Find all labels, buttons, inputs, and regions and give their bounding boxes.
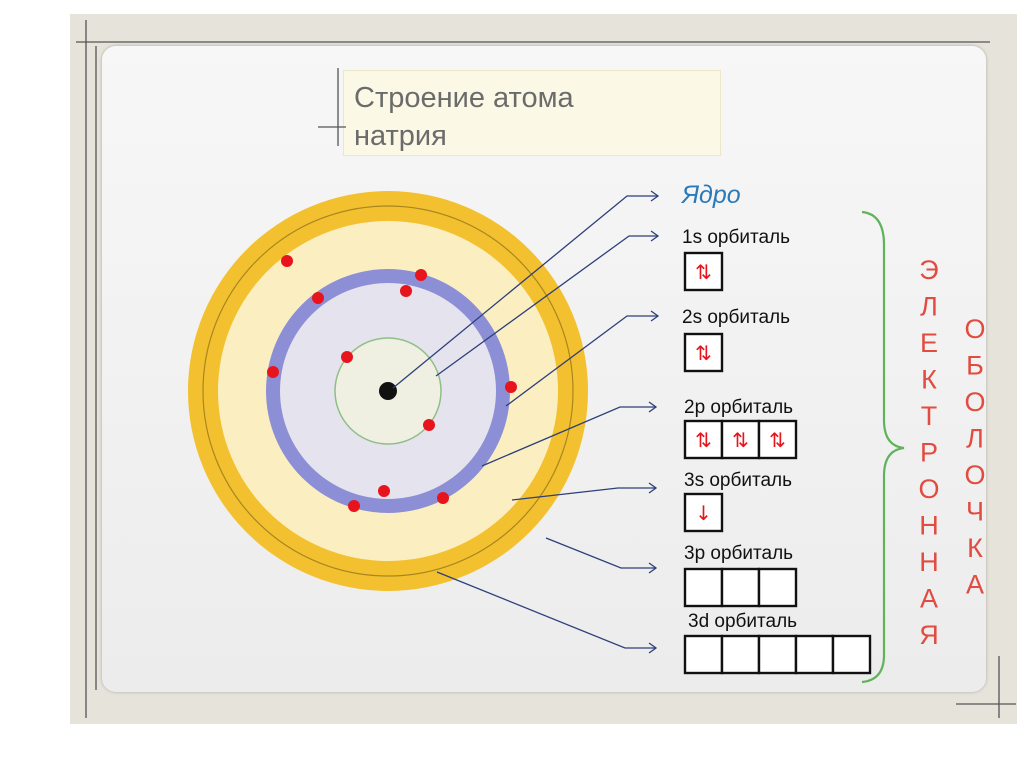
arrow-2p [481,406,656,467]
shell-letter: О [964,314,985,344]
electron [267,366,279,378]
orbital-cell-3p [683,567,724,608]
electron [341,351,353,363]
arrow-3d-head [648,642,658,654]
title-box: Строение атома натрия [343,70,721,156]
shell-letter: К [967,533,983,563]
electron [415,269,427,281]
atom [188,191,588,591]
shell-letter: Т [921,401,938,431]
shell-letter: Б [966,351,984,381]
shell-letter: Е [920,328,938,358]
orbital-boxes: ⇅ ⇅ ⇅ ⇅ ⇅ ↓ [683,251,872,675]
orbital-label: 3d орбиталь [688,611,797,632]
orbital-cell-3d [757,634,798,675]
electron-spin-2p: ⇅ [732,428,749,452]
orbital-cell-3p [720,567,761,608]
electron [505,381,517,393]
shell-letter: А [920,584,938,614]
arrow-2s-head [650,310,660,322]
electron [281,255,293,267]
electrons [267,255,517,512]
shell-letter: А [966,570,984,600]
shell-letter: Э [919,255,938,285]
electron [378,485,390,497]
shell-bracket [861,210,905,684]
arrow-3s [511,487,656,501]
title-line-2: натрия [354,120,447,152]
orbital-label: 3s орбиталь [684,470,792,491]
shell-letter: Я [919,620,939,650]
arrow-3d [436,571,656,649]
arrow-3p-head [648,562,658,574]
orbital-cell-3p [757,567,798,608]
orbital-cell-1s [683,251,724,292]
orbital-cell-3s [683,492,724,533]
outer-shell-line [202,205,574,577]
arrow-1s-head [650,230,660,242]
orbital-cell-3d [683,634,724,675]
shell-letter: К [921,365,937,395]
electron [400,285,412,297]
arrow-nucleus [392,195,658,389]
shell-letter: Л [920,292,938,322]
orbital-label: 3p орбиталь [684,543,793,564]
arrow-3p [545,537,656,569]
orbital-label: 1s орбиталь [682,227,790,248]
shell-letter: Н [919,511,939,541]
orbital-cell-2s [683,332,724,373]
nucleus [379,382,397,400]
arrow-nucleus-head [650,190,660,202]
electron [348,500,360,512]
shell-letter: Ч [966,497,984,527]
shell-letter: О [918,474,939,504]
electron [437,492,449,504]
orbital-cell-3d [794,634,835,675]
orbital-labels: 1s орбиталь 2s орбиталь 2p орбиталь 3s орби… [682,227,797,632]
orbital-cell-2p [757,419,798,460]
electron-spin-2s: ⇅ [695,341,712,365]
crop-marks [76,20,1016,718]
electron [423,419,435,431]
electron [312,292,324,304]
shell-letter: О [964,460,985,490]
arrow-2s [505,315,658,407]
electron-spin-2p: ⇅ [769,428,786,452]
shell-letter: О [964,387,985,417]
orbital-label: 2p орбиталь [684,397,793,418]
electron-spin-2p: ⇅ [695,428,712,452]
shell-letter: Л [966,424,984,454]
electron-spin-3s: ↓ [695,501,712,525]
shell-letter: Р [920,438,938,468]
shell-letter: Н [919,547,939,577]
orbital-label: 2s орбиталь [682,307,790,328]
arrow-2p-head [648,401,658,413]
title-line-1: Строение атома [354,82,574,114]
arrow-3s-head [648,482,658,494]
pointer-arrows [392,190,660,654]
orbital-cell-3d [831,634,872,675]
electron-spin-1s: ⇅ [695,260,712,284]
arrow-1s [435,235,658,377]
nucleus-label: Ядро [680,181,741,209]
orbital-cell-3d [720,634,761,675]
